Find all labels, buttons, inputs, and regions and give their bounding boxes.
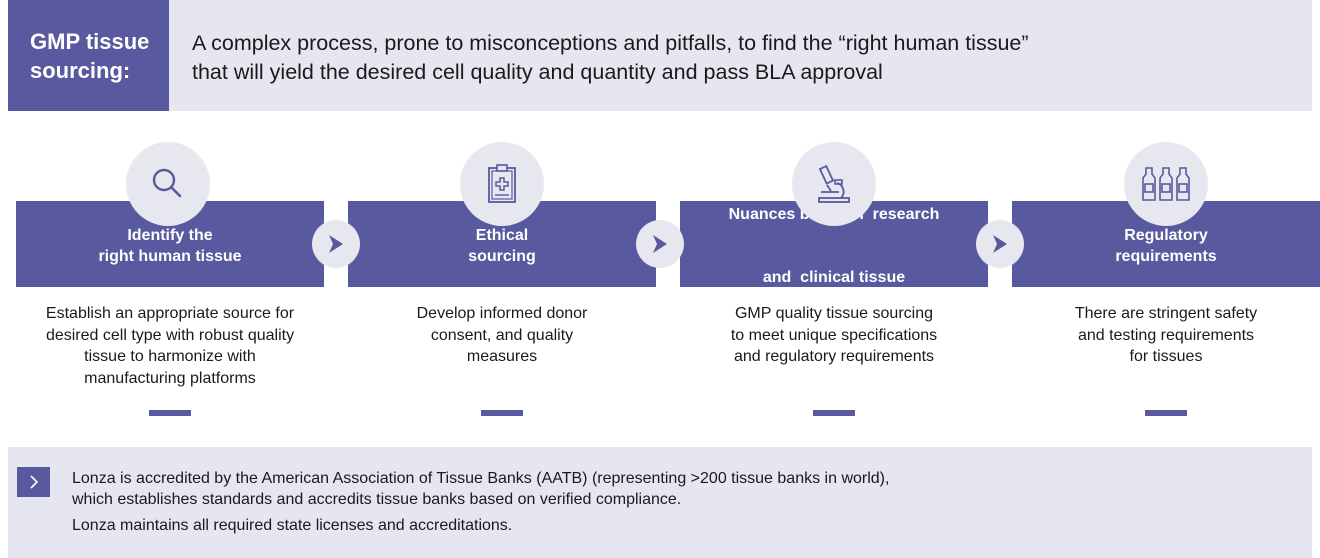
- step-4-title-line1: Regulatory: [1124, 227, 1208, 244]
- footer-text-line3: Lonza maintains all required state licen…: [72, 517, 513, 534]
- step-4-title-line2: requirements: [1115, 248, 1217, 265]
- step-2-desc-line: measures: [466, 348, 538, 365]
- step-3-description: GMP quality tissue sourcing to meet uniq…: [680, 303, 988, 368]
- step-1-icon-circle: [126, 142, 210, 226]
- step-4-desc-line: for tissues: [1129, 348, 1203, 365]
- step-arrow-2: [636, 220, 684, 268]
- step-3-divider: [813, 410, 855, 416]
- footer-panel: Lonza is accredited by the American Asso…: [8, 447, 1312, 558]
- step-1-desc-line: manufacturing platforms: [84, 369, 256, 387]
- chevron-right-icon: [653, 235, 667, 253]
- bottles-icon: [1142, 167, 1190, 201]
- step-3-icon-circle: [792, 142, 876, 226]
- chevron-right-icon: [329, 235, 343, 253]
- step-3-desc-line: and regulatory requirements: [733, 348, 935, 365]
- step-2-desc-line: Develop informed donor: [416, 305, 588, 322]
- footer-chevron-box: [17, 467, 50, 497]
- step-4-icon-circle: [1124, 142, 1208, 226]
- step-2-title-line2: sourcing: [468, 248, 536, 265]
- header-banner: GMP tissue sourcing: A complex process, …: [8, 0, 1312, 111]
- step-1-desc-line: Establish an appropriate source for: [45, 305, 295, 322]
- step-3-desc-line: to meet unique specifications: [730, 326, 938, 344]
- step-4-divider: [1145, 410, 1187, 416]
- magnifier-icon: [152, 168, 182, 198]
- header-description-line1: A complex process, prone to misconceptio…: [192, 31, 1029, 55]
- footer-text-line1: Lonza is accredited by the American Asso…: [72, 470, 890, 487]
- header-description-line2: that will yield the desired cell quality…: [192, 60, 883, 84]
- step-2-divider: [481, 410, 523, 416]
- step-4-description: There are stringent safety and testing r…: [1012, 303, 1320, 368]
- step-2-icon-circle: [460, 142, 544, 226]
- step-arrow-1: [312, 220, 360, 268]
- header-label-text: GMP tissue sourcing:: [30, 28, 150, 83]
- microscope-icon: [818, 164, 850, 203]
- step-1-description: Establish an appropriate source for desi…: [16, 303, 324, 389]
- step-arrow-3: [976, 220, 1024, 268]
- clipboard-medical-icon: [488, 164, 516, 203]
- step-3-title-line2: and clinical tissue: [762, 269, 906, 286]
- header-description: A complex process, prone to misconceptio…: [192, 29, 1292, 87]
- step-2-band: Ethical sourcing: [348, 201, 656, 287]
- step-1-title-line2: right human tissue: [98, 248, 242, 265]
- step-2-title-line1: Ethical: [475, 227, 529, 244]
- chevron-right-icon: [29, 475, 38, 489]
- step-1-divider: [149, 410, 191, 416]
- step-4-desc-line: and testing requirements: [1077, 326, 1255, 344]
- step-2-description: Develop informed donor consent, and qual…: [348, 303, 656, 368]
- header-label: GMP tissue sourcing:: [8, 0, 169, 111]
- chevron-right-icon: [993, 235, 1007, 253]
- step-4-desc-line: There are stringent safety: [1074, 305, 1258, 322]
- footer-text-line2: which establishes standards and accredit…: [72, 491, 682, 508]
- step-1-desc-line: tissue to harmonize with: [84, 348, 256, 365]
- step-3-desc-line: GMP quality tissue sourcing: [734, 305, 933, 322]
- step-1-title-line1: Identify the: [127, 227, 213, 244]
- step-2-desc-line: consent, and quality: [430, 326, 574, 344]
- step-1-desc-line: desired cell type with robust quality: [45, 326, 295, 344]
